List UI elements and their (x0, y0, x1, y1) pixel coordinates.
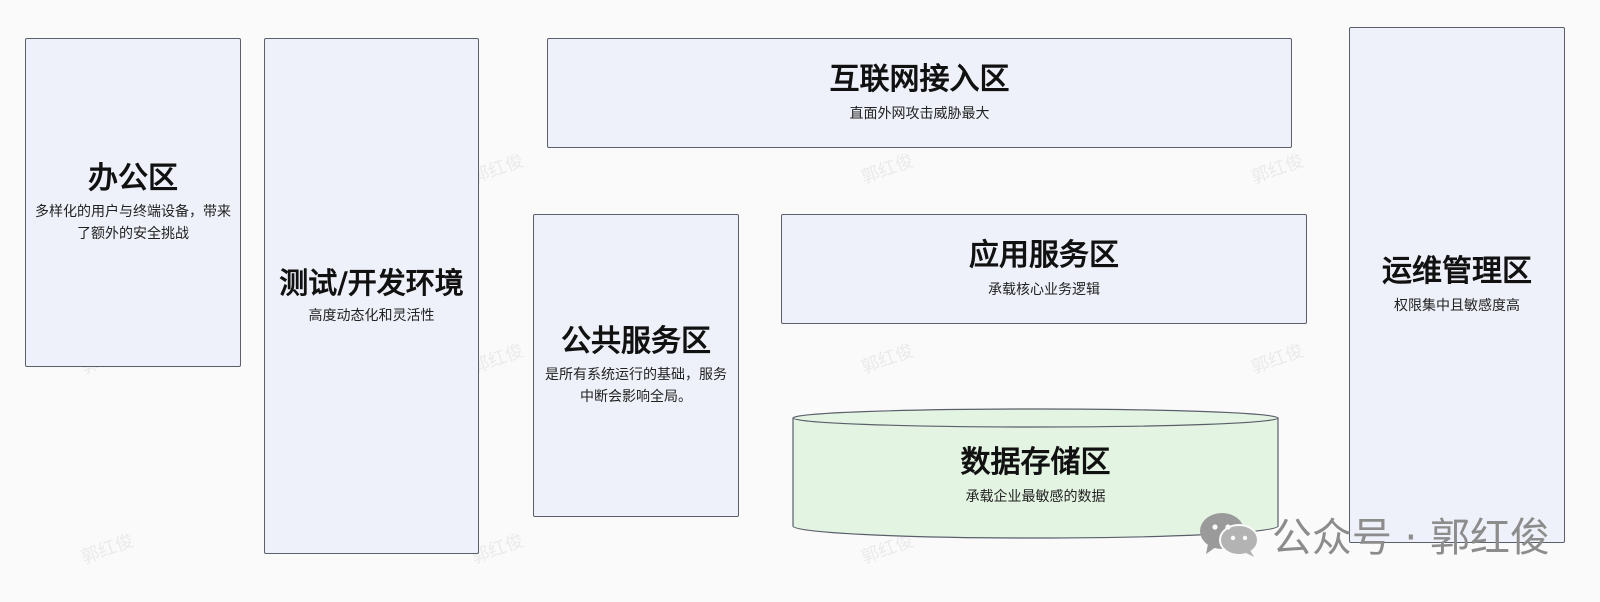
storage-cylinder-shape (792, 408, 1279, 539)
internet-access-zone-desc: 直面外网攻击威胁最大 (849, 105, 990, 122)
ops-management-zone-desc: 权限集中且敏感度高 (1394, 297, 1520, 314)
watermark: 郭红俊 (1248, 150, 1307, 189)
application-service-zone: 应用服务区 承载核心业务逻辑 (781, 214, 1307, 324)
office-zone-desc: 多样化的用户与终端设备，带来了额外的安全挑战 (35, 204, 231, 243)
office-zone-title: 办公区 (88, 160, 178, 196)
watermark: 郭红俊 (78, 530, 137, 569)
data-storage-zone: 数据存储区 承载企业最敏感的数据 (792, 408, 1279, 540)
application-service-zone-desc: 承载核心业务逻辑 (988, 281, 1100, 298)
ops-management-zone: 运维管理区 权限集中且敏感度高 (1349, 27, 1565, 543)
public-service-zone-title: 公共服务区 (561, 323, 711, 359)
public-service-zone: 公共服务区 是所有系统运行的基础，服务中断会影响全局。 (533, 214, 739, 517)
test-dev-zone: 测试/开发环境 高度动态化和灵活性 (264, 38, 479, 554)
internet-access-zone-title: 互联网接入区 (829, 62, 1010, 98)
internet-access-zone: 互联网接入区 直面外网攻击威胁最大 (547, 38, 1292, 148)
data-storage-zone-desc: 承载企业最敏感的数据 (965, 488, 1106, 505)
wechat-icon (1199, 513, 1259, 557)
watermark: 郭红俊 (858, 150, 917, 189)
ops-management-zone-title: 运维管理区 (1382, 254, 1532, 290)
footer-credit-text: 公众号 · 郭红俊 (1271, 515, 1550, 561)
office-zone: 办公区 多样化的用户与终端设备，带来了额外的安全挑战 (25, 38, 241, 367)
watermark: 郭红俊 (1248, 340, 1307, 379)
public-service-zone-desc: 是所有系统运行的基础，服务中断会影响全局。 (545, 367, 727, 406)
footer-credit: 公众号 · 郭红俊 (1198, 510, 1550, 561)
test-dev-zone-desc: 高度动态化和灵活性 (308, 308, 435, 325)
data-storage-zone-title: 数据存储区 (960, 445, 1111, 480)
watermark: 郭红俊 (858, 340, 917, 379)
test-dev-zone-title: 测试/开发环境 (279, 265, 464, 300)
application-service-zone-title: 应用服务区 (969, 238, 1119, 274)
